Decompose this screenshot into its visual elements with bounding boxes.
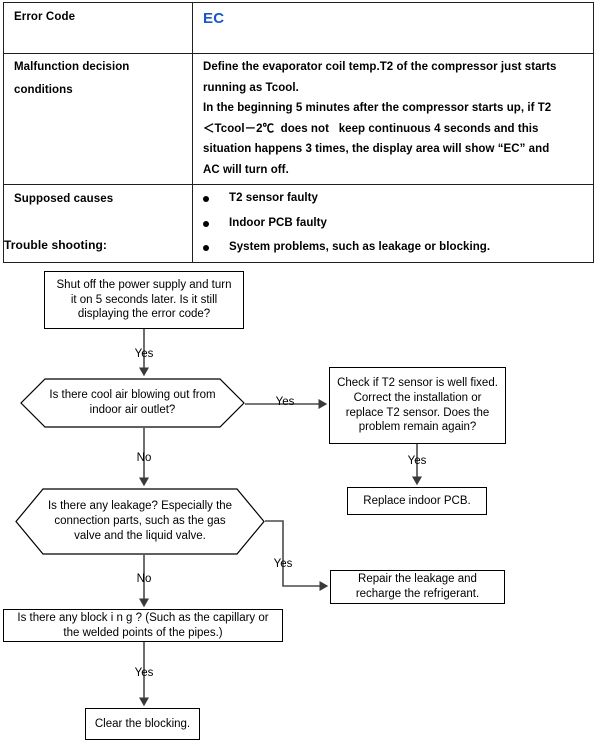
error-code-value: EC [203,10,225,27]
list-item: System problems, such as leakage or bloc… [203,241,585,254]
condition-line-3: In the beginning 5 minutes after the com… [203,102,552,114]
edge-label-leak-to-block: No [136,573,152,585]
cause-text-1: T2 sensor faulty [229,192,318,204]
condition-line-5: situation happens 3 times, the display a… [203,143,550,155]
malfunction-label-line-2: conditions [14,83,73,96]
trouble-shooting-heading: Trouble shooting: [4,238,108,252]
list-item: Indoor PCB faulty [203,216,585,230]
table-cell-value-causes: T2 sensor faulty Indoor PCB faulty Syste… [192,184,594,263]
edge-label-cool-to-check: Yes [275,396,295,408]
condition-line-6: AC will turn off. [203,163,289,176]
supposed-causes-label: Supposed causes [14,193,114,205]
condition-line-2: running as Tcool. [203,81,299,94]
supposed-causes-list: T2 sensor faulty Indoor PCB faulty Syste… [203,192,585,254]
edge-label-cool-to-leak: No [136,452,152,464]
flow-node-leakage-label: Is there any leakage? Especially the con… [47,500,233,542]
flow-node-blocking-question[interactable]: Is there any block i n g ? (Such as the … [3,609,283,642]
error-code-table: Error Code EC Malfunction decision condi… [3,2,594,263]
table-cell-label-causes: Supposed causes [3,184,193,263]
flow-node-clear-blocking[interactable]: Clear the blocking. [85,708,200,740]
condition-line-1: Define the evaporator coil temp.T2 of th… [203,61,557,73]
cause-text-3: System problems, such as leakage or bloc… [229,241,491,253]
flow-node-replace-indoor-pcb[interactable]: Replace indoor PCB. [347,487,487,515]
flow-node-cool-air-label: Is there cool air blowing out from indoo… [49,389,216,416]
flow-node-repair-leakage[interactable]: Repair the leakage and recharge the refr… [330,570,505,604]
table-cell-value-error-code: EC [192,2,594,54]
flow-node-start[interactable]: Shut off the power supply and turn it on… [44,271,244,329]
flow-node-check-t2-sensor[interactable]: Check if T2 sensor is well fixed. Correc… [329,367,506,444]
edge-label-block-to-clear: Yes [134,667,154,679]
edge-label-leak-to-repair: Yes [273,558,293,570]
cause-text-2: Indoor PCB faulty [229,216,327,229]
edge-label-check-to-pcb: Yes [407,455,427,467]
bullet-icon [203,196,209,202]
table-cell-label-error-code: Error Code [3,2,193,54]
flow-node-repair-leakage-label: Repair the leakage and recharge the refr… [355,573,480,600]
flow-node-clear-blocking-label: Clear the blocking. [94,717,191,730]
hexagon-shape [15,488,265,555]
flow-node-check-t2-label: Check if T2 sensor is well fixed. Correc… [337,377,498,434]
flow-node-blocking-label: Is there any block i n g ? (Such as the … [17,611,269,639]
edge-label-start-to-cool: Yes [134,348,154,360]
flow-node-leakage-question[interactable]: Is there any leakage? Especially the con… [15,488,265,555]
flow-node-replace-pcb-label: Replace indoor PCB. [363,494,471,507]
error-code-label: Error Code [14,11,76,23]
hexagon-shape [20,378,245,428]
flow-node-cool-air-question[interactable]: Is there cool air blowing out from indoo… [20,378,245,428]
list-item: T2 sensor faulty [203,192,585,205]
flow-node-start-label: Shut off the power supply and turn it on… [56,278,232,321]
bullet-icon [203,245,209,251]
table-cell-label-malfunction: Malfunction decision conditions [3,53,193,185]
condition-line-4: ＜Tcool－2℃ does not keep continuous 4 sec… [203,122,539,135]
table-row-error-code: Error Code EC [3,2,594,54]
table-row-supposed-causes: Supposed causes T2 sensor faulty Indoor … [3,184,594,263]
table-cell-value-malfunction: Define the evaporator coil temp.T2 of th… [192,53,594,185]
malfunction-label-line-1: Malfunction decision [14,61,130,73]
bullet-icon [203,220,209,227]
table-row-malfunction-conditions: Malfunction decision conditions Define t… [3,53,594,185]
